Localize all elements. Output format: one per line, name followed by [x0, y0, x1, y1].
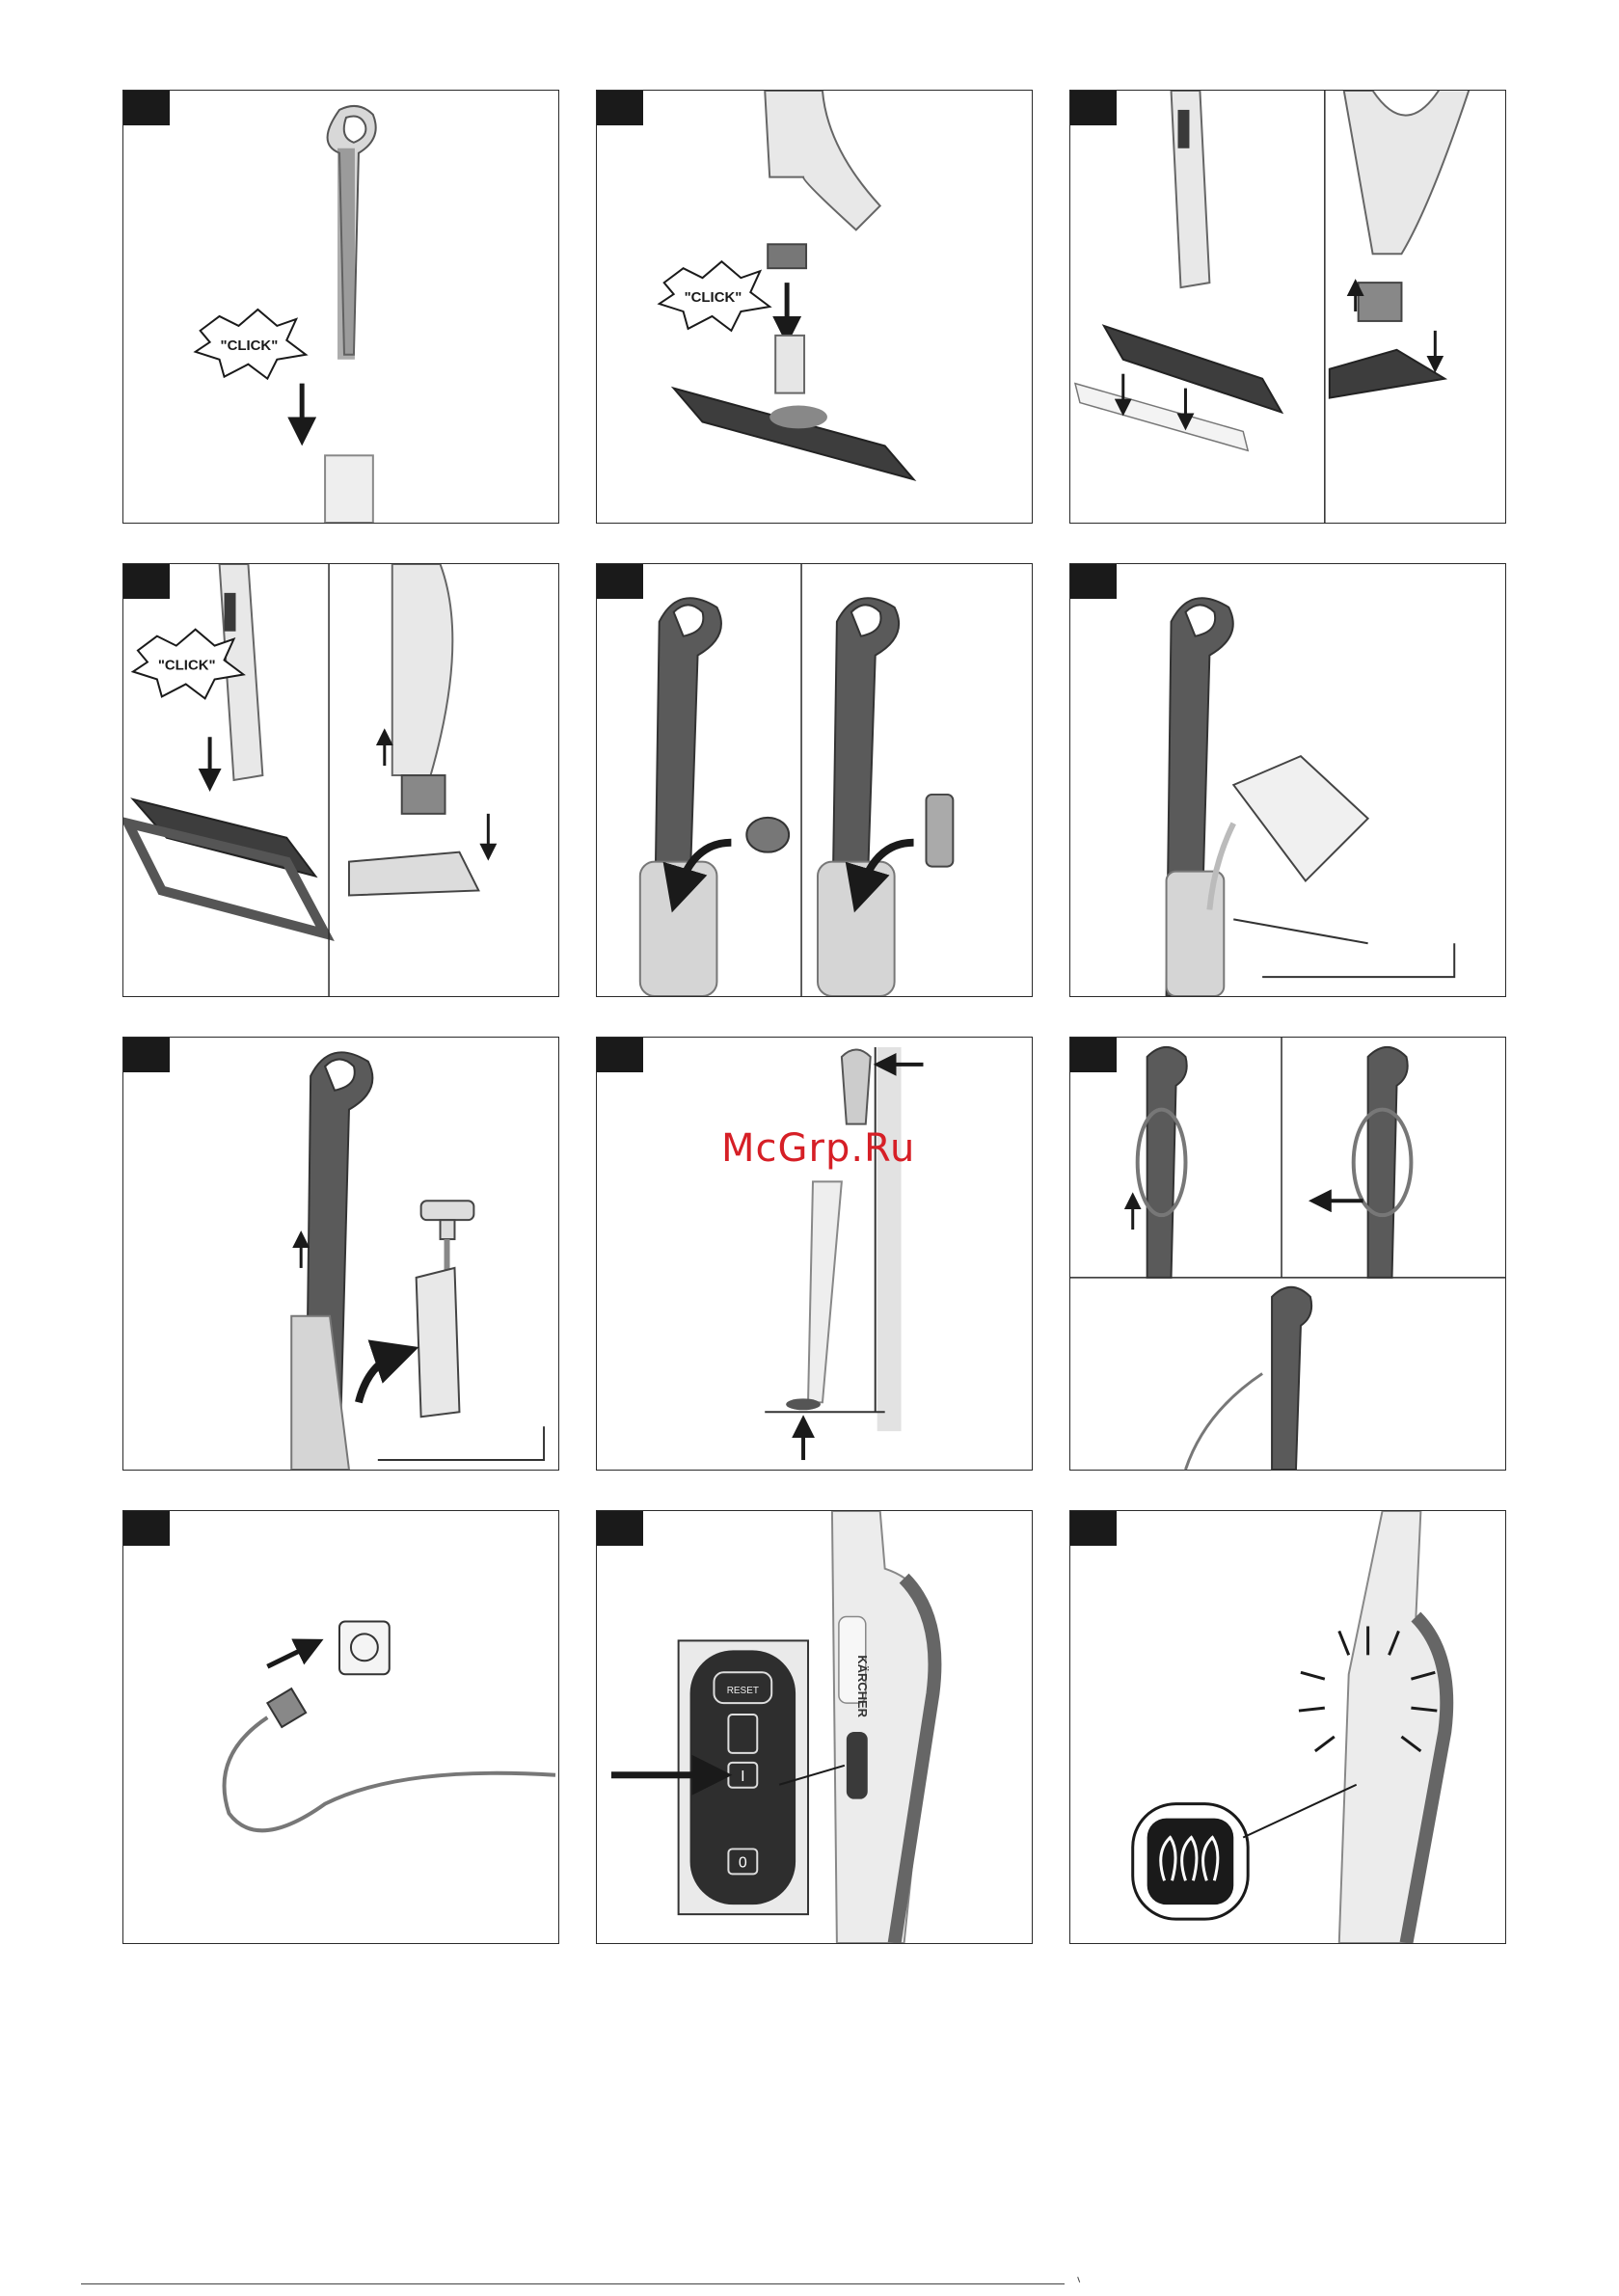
step-2-panel: "CLICK" [596, 90, 1033, 524]
floor-nozzle-attach-illustration: "CLICK" [597, 91, 1032, 523]
step-6-panel [1069, 563, 1506, 997]
step-9-panel [1069, 1037, 1506, 1471]
step-3-panel [1069, 90, 1506, 524]
control-panel-on-button-illustration: KÄRCHER RESET I 0 [597, 1511, 1032, 1943]
cable-unwind-illustration [1070, 1038, 1505, 1470]
step-11-panel: KÄRCHER RESET I 0 [596, 1510, 1033, 1944]
step-1-panel: "CLICK" [122, 90, 559, 524]
step-5-panel [596, 563, 1033, 997]
footer-rule [81, 2283, 1065, 2284]
watermark: McGrp.Ru [721, 1126, 915, 1171]
click-label: "CLICK" [685, 289, 742, 306]
click-label: "CLICK" [221, 338, 279, 354]
water-cartridge-insert-illustration [597, 564, 1032, 996]
brand-label: KÄRCHER [855, 1655, 870, 1717]
reset-label: RESET [727, 1686, 759, 1696]
water-tank-tap-fill-illustration [123, 1038, 558, 1470]
on-button-label: I [741, 1769, 744, 1785]
step-4-panel: "CLICK" [122, 563, 559, 997]
mains-plug-illustration [123, 1511, 558, 1943]
off-button-label: 0 [739, 1854, 747, 1871]
footer-mark [1077, 2275, 1086, 2282]
heat-up-indicator-illustration [1070, 1511, 1505, 1943]
water-fill-jug-illustration [1070, 564, 1505, 996]
handle-assembly-illustration: "CLICK" [123, 91, 558, 523]
step-8-panel [596, 1037, 1033, 1471]
step-10-panel [122, 1510, 559, 1944]
floor-cloth-attach-illustration [1070, 91, 1505, 523]
wall-park-position-illustration [597, 1038, 1032, 1470]
click-label: "CLICK" [158, 658, 216, 674]
carpet-glider-attach-illustration: "CLICK" [123, 564, 558, 996]
step-7-panel [122, 1037, 559, 1471]
step-12-panel [1069, 1510, 1506, 1944]
